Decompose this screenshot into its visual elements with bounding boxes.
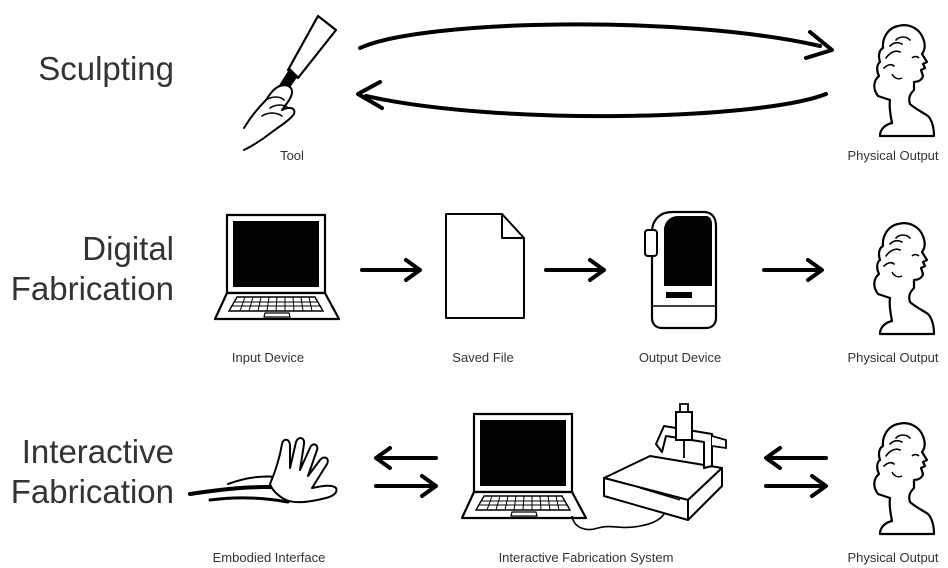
cable	[571, 513, 665, 531]
caption-input-device: Input Device	[231, 350, 305, 365]
row-title-digital-fabrication: Digital Fabrication	[11, 229, 174, 309]
bidirectional-arrows-icon	[764, 446, 828, 498]
chisel-hand-icon	[243, 14, 338, 151]
document-icon	[445, 213, 525, 319]
caption-interactive-fabrication-system: Interactive Fabrication System	[498, 550, 674, 565]
3d-printer-icon	[644, 210, 718, 330]
row-title-line: Fabrication	[10, 473, 174, 510]
gesture-hand-icon	[188, 437, 338, 504]
bust-icon	[873, 422, 936, 536]
bust-icon	[873, 222, 936, 336]
arrow-right-icon	[360, 258, 422, 282]
caption-output-device: Output Device	[638, 350, 722, 365]
caption-tool: Tool	[280, 148, 304, 163]
laptop-icon	[213, 213, 341, 321]
row-title-interactive-fabrication: Interactive Fabrication	[11, 432, 174, 512]
caption-physical-output: Physical Output	[847, 148, 939, 163]
arrow-right-icon	[762, 258, 824, 282]
row-title-line: Digital	[82, 230, 174, 267]
laptop-icon	[460, 412, 588, 520]
milling-machine-icon	[603, 403, 727, 521]
caption-saved-file: Saved File	[452, 350, 514, 365]
row-title-sculpting: Sculpting	[38, 49, 174, 89]
arrow-right-icon	[544, 258, 606, 282]
caption-physical-output: Physical Output	[847, 350, 939, 365]
bidirectional-arrows-icon	[374, 446, 438, 498]
feedback-loop-arrows	[356, 22, 834, 119]
row-title-line: Interactive	[21, 433, 174, 470]
bust-icon	[873, 24, 936, 138]
caption-physical-output: Physical Output	[847, 550, 939, 565]
row-title-line: Fabrication	[10, 270, 174, 307]
caption-embodied-interface: Embodied Interface	[212, 550, 326, 565]
row-title-line: Sculpting	[38, 50, 174, 87]
